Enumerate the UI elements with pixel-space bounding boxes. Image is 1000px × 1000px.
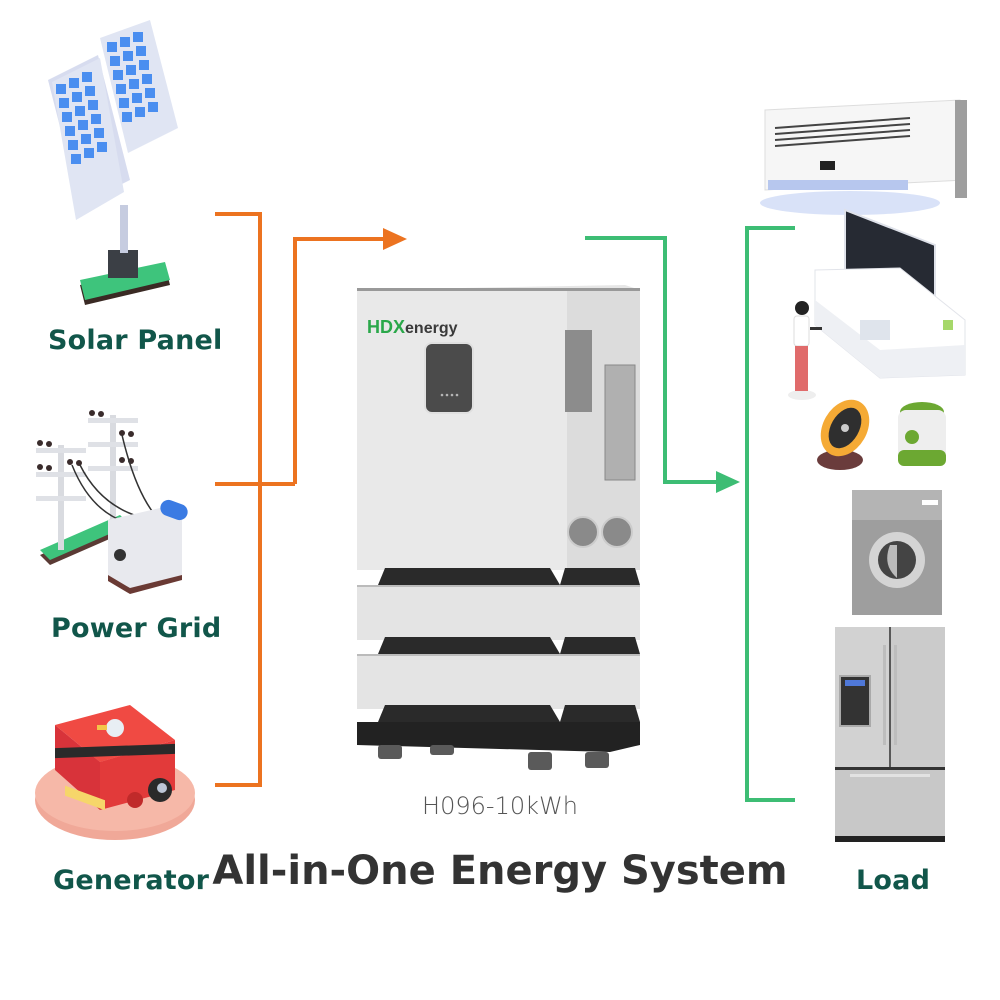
- model-number: H096-10kWh: [422, 792, 578, 820]
- brand-suffix: energy: [405, 320, 458, 337]
- source-label-power-grid: Power Grid: [51, 613, 222, 644]
- source-label-generator: Generator: [53, 865, 210, 896]
- brand-logo: HDXenergy: [367, 317, 457, 338]
- person-icon: [788, 301, 822, 400]
- solar-panel-icon: [48, 20, 178, 305]
- output-arrow-icon: [716, 471, 740, 493]
- brand-prefix: HDX: [367, 317, 406, 337]
- source-label-solar-panel: Solar Panel: [48, 325, 223, 356]
- fan-icon: [817, 399, 870, 470]
- load-label: Load: [856, 865, 931, 896]
- input-flow-lines: [215, 212, 385, 787]
- refrigerator-icon: [835, 627, 945, 842]
- power-grid-icon: [36, 410, 188, 594]
- television-icon: [814, 208, 966, 379]
- battery-system-image: [357, 285, 640, 770]
- air-conditioner-icon: [760, 99, 967, 215]
- product-title: All-in-One Energy System: [212, 848, 788, 894]
- output-flow-lines: [585, 226, 795, 802]
- generator-icon: [35, 705, 195, 840]
- input-arrow-icon: [383, 228, 407, 250]
- washing-machine-icon: [852, 490, 942, 615]
- rice-cooker-icon: [898, 402, 946, 466]
